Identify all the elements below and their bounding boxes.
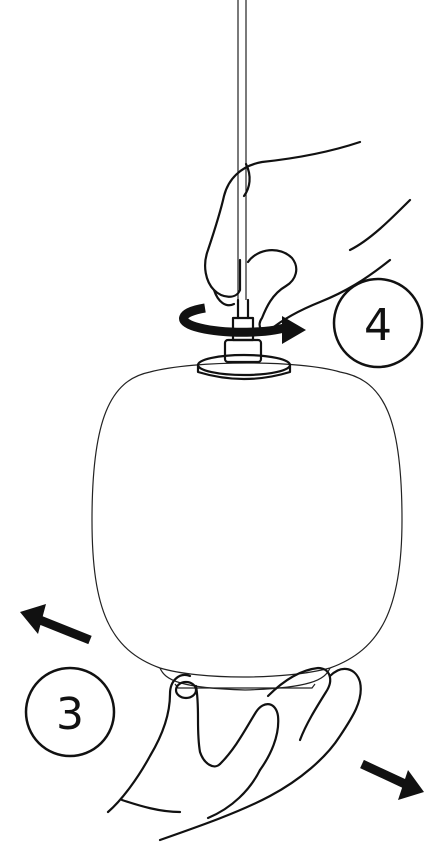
step-4-marker: 4 bbox=[334, 279, 422, 367]
step-3-label: 3 bbox=[56, 689, 84, 740]
step-3-marker: 3 bbox=[26, 668, 114, 756]
lamp-shade bbox=[92, 363, 402, 690]
step-4-label: 4 bbox=[364, 300, 392, 351]
suspension-cable bbox=[238, 0, 246, 300]
socket-fitting bbox=[198, 300, 290, 379]
rotate-arrow-icon bbox=[184, 308, 306, 344]
arrow-down-right-icon bbox=[362, 764, 424, 800]
lower-hands bbox=[108, 668, 361, 840]
arrow-up-left-icon bbox=[20, 604, 90, 640]
